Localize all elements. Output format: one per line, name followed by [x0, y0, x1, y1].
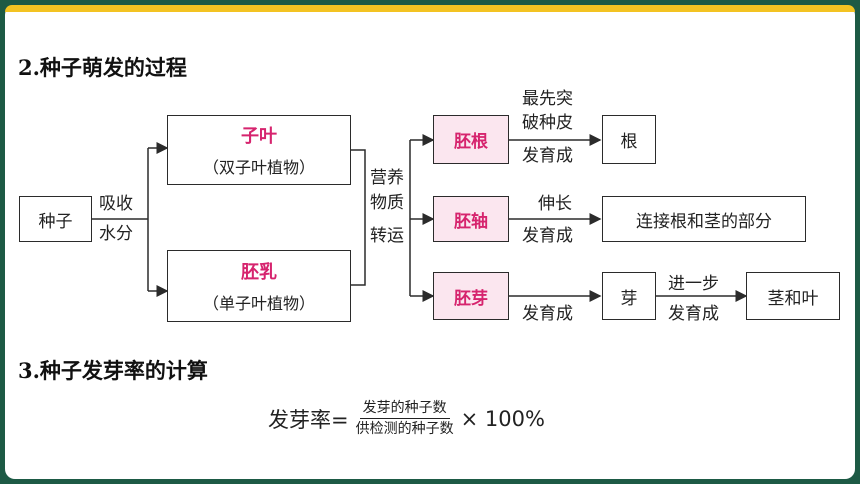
- label-absorb-1: 吸收: [99, 194, 133, 214]
- label-absorb-2: 水分: [99, 224, 133, 244]
- cotyledon-name: 子叶: [241, 126, 277, 147]
- box-connecting-part: 连接根和茎的部分: [602, 196, 806, 242]
- label-radicle-top-1: 最先突: [522, 89, 573, 109]
- top-accent-stripe: [5, 5, 855, 12]
- root-label: 根: [620, 132, 638, 152]
- formula-multiplier: × 100%: [460, 406, 545, 431]
- label-nutrient-2: 物质: [370, 193, 404, 213]
- hypocotyl-name: 胚轴: [454, 211, 488, 232]
- box-bud: 芽: [602, 272, 656, 320]
- endosperm-note: （单子叶植物）: [202, 294, 315, 313]
- label-radicle-top-2: 破种皮: [522, 113, 573, 133]
- box-plumule: 胚芽: [433, 272, 509, 320]
- box-stem-leaf: 茎和叶: [746, 272, 840, 320]
- content-panel: [5, 5, 855, 479]
- box-endosperm: 胚乳 （单子叶植物）: [167, 250, 351, 322]
- label-bud-bottom: 发育成: [668, 304, 719, 324]
- section-title-rate: 3.种子发芽率的计算: [18, 358, 208, 383]
- box-hypocotyl: 胚轴: [433, 196, 509, 242]
- label-hypocotyl-bottom: 发育成: [522, 226, 573, 246]
- label-plumule-bottom: 发育成: [522, 304, 573, 324]
- formula-lhs: 发芽率=: [268, 407, 349, 432]
- connector-merge: [351, 149, 366, 286]
- formula-numerator: 发芽的种子数: [359, 398, 450, 419]
- bud-label: 芽: [620, 288, 638, 309]
- connecting-part-label: 连接根和茎的部分: [636, 211, 772, 232]
- seed-label: 种子: [38, 211, 73, 232]
- label-nutrient-1: 营养: [370, 168, 404, 188]
- germination-rate-formula: 发芽率= 发芽的种子数 供检测的种子数 × 100%: [268, 398, 545, 439]
- box-radicle: 胚根: [433, 115, 509, 164]
- label-nutrient-3: 转运: [370, 226, 404, 246]
- cotyledon-note: （双子叶植物）: [202, 158, 315, 177]
- radicle-name: 胚根: [454, 132, 488, 152]
- section-title-process: 2.种子萌发的过程: [18, 55, 187, 80]
- label-hypocotyl-top: 伸长: [538, 194, 572, 214]
- label-radicle-bottom: 发育成: [522, 146, 573, 166]
- formula-denominator: 供检测的种子数: [355, 421, 454, 437]
- box-cotyledon: 子叶 （双子叶植物）: [167, 115, 351, 185]
- box-root: 根: [602, 115, 656, 164]
- plumule-name: 胚芽: [454, 288, 488, 309]
- stem-leaf-label: 茎和叶: [767, 288, 819, 309]
- label-bud-top: 进一步: [668, 274, 719, 294]
- endosperm-name: 胚乳: [241, 262, 277, 283]
- formula-fraction: 发芽的种子数 供检测的种子数: [353, 398, 457, 439]
- box-seed: 种子: [19, 196, 92, 242]
